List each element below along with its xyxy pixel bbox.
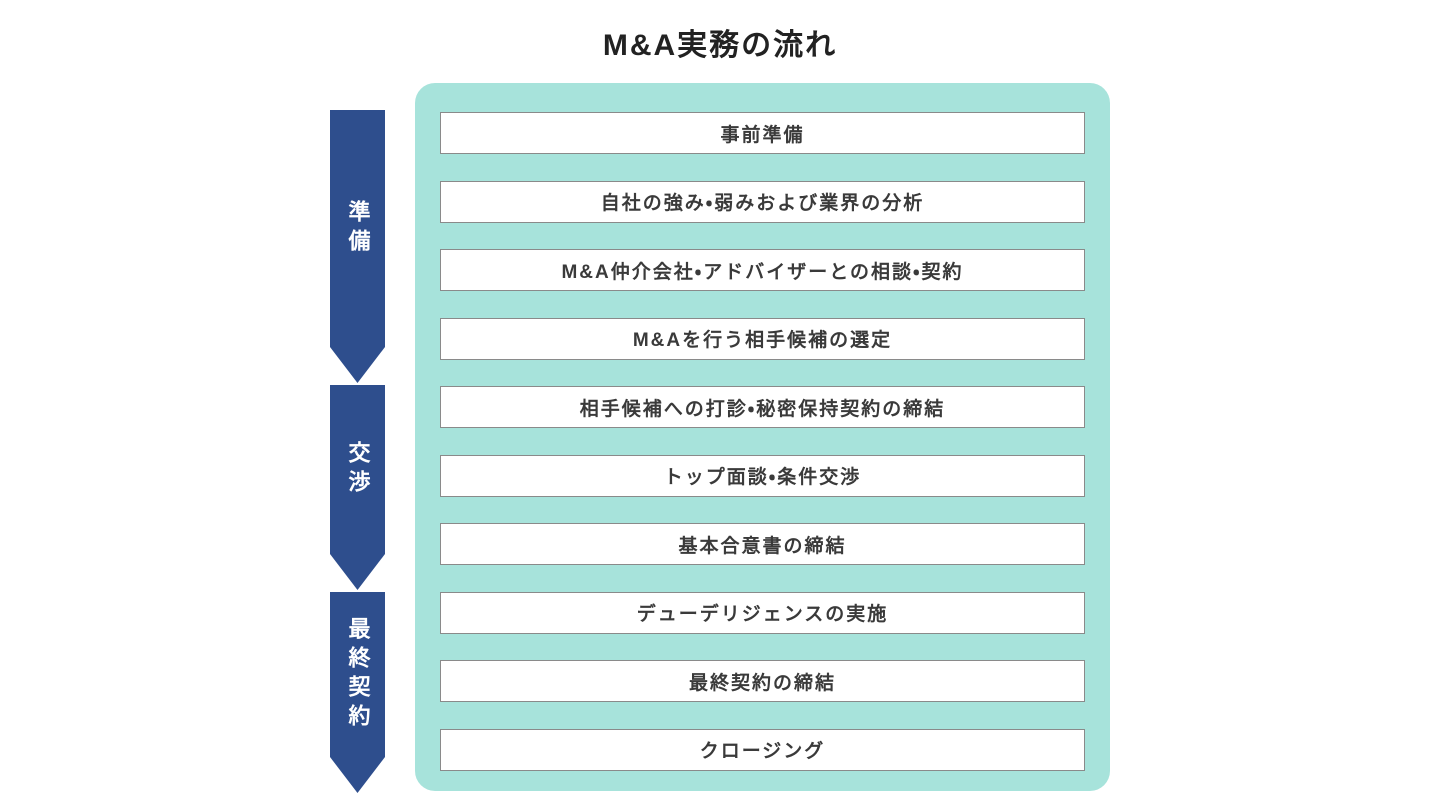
phase-label-final-contract: 最終契約: [345, 616, 371, 733]
steps-panel: 事前準備 自社の強み・弱みおよび業界の分析 M&A仲介会社・アドバイザーとの相談…: [415, 83, 1110, 791]
step-box: M&Aを行う相手候補の選定: [440, 317, 1085, 360]
page-title: M&A実務の流れ: [602, 29, 838, 62]
phase-label-preparation: 準備: [345, 199, 371, 258]
step-box: トップ面談・条件交渉: [440, 454, 1085, 497]
step-box: 相手候補への打診・秘密保持契約の締結: [440, 386, 1085, 429]
step-box: デューデリジェンスの実施: [440, 591, 1085, 634]
step-box: 事前準備: [440, 112, 1085, 154]
step-box: 基本合意書の締結: [440, 523, 1085, 566]
phase-arrow-negotiation: 交渉: [330, 385, 385, 590]
step-box: クロージング: [440, 728, 1085, 771]
step-box: M&A仲介会社・アドバイザーとの相談・契約: [440, 249, 1085, 292]
step-box: 自社の強み・弱みおよび業界の分析: [440, 180, 1085, 223]
phase-arrow-preparation: 準備: [330, 110, 385, 383]
step-box: 最終契約の締結: [440, 660, 1085, 703]
phase-label-negotiation: 交渉: [345, 440, 371, 499]
phase-arrow-final-contract: 最終契約: [330, 592, 385, 793]
